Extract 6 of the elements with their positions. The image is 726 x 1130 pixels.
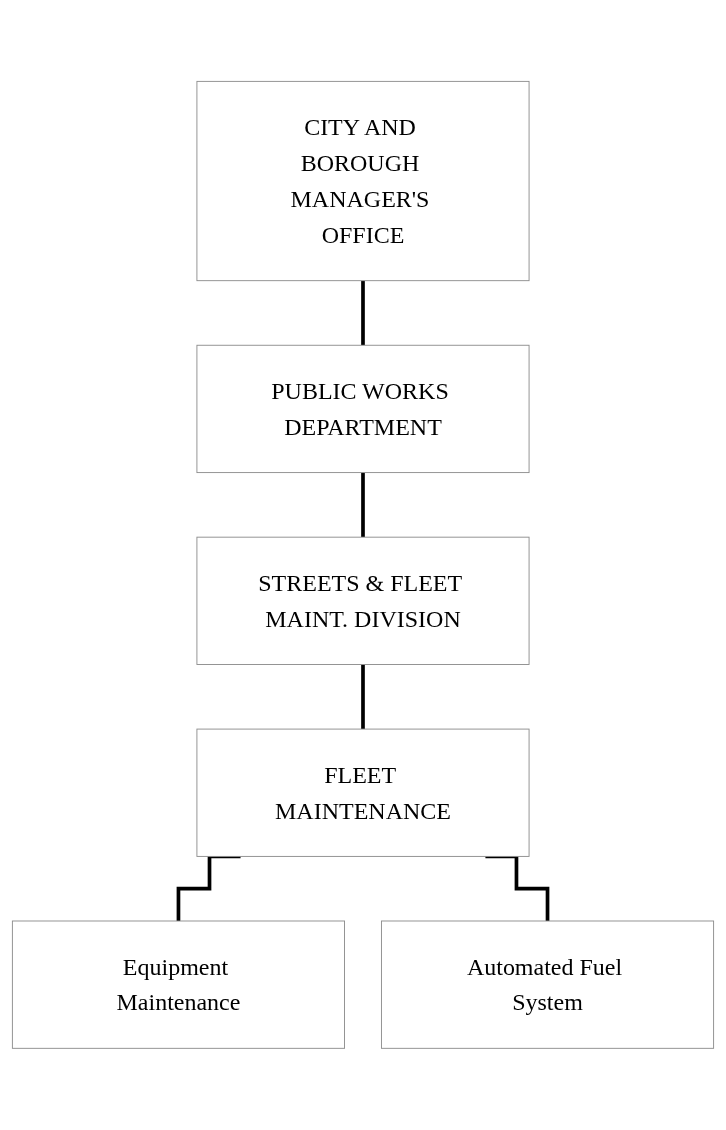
node-box: PUBLIC WORKS DEPARTMENT xyxy=(196,344,530,474)
node-box: FLEET MAINTENANCE xyxy=(196,728,530,857)
node-box: Automated Fuel System xyxy=(381,920,715,1049)
node-box: CITY AND BOROUGH MANAGER'S OFFICE xyxy=(196,81,530,282)
node-box: STREETS & FLEET MAINT. DIVISION xyxy=(196,536,530,666)
node-box: Equipment Maintenance xyxy=(11,920,345,1049)
